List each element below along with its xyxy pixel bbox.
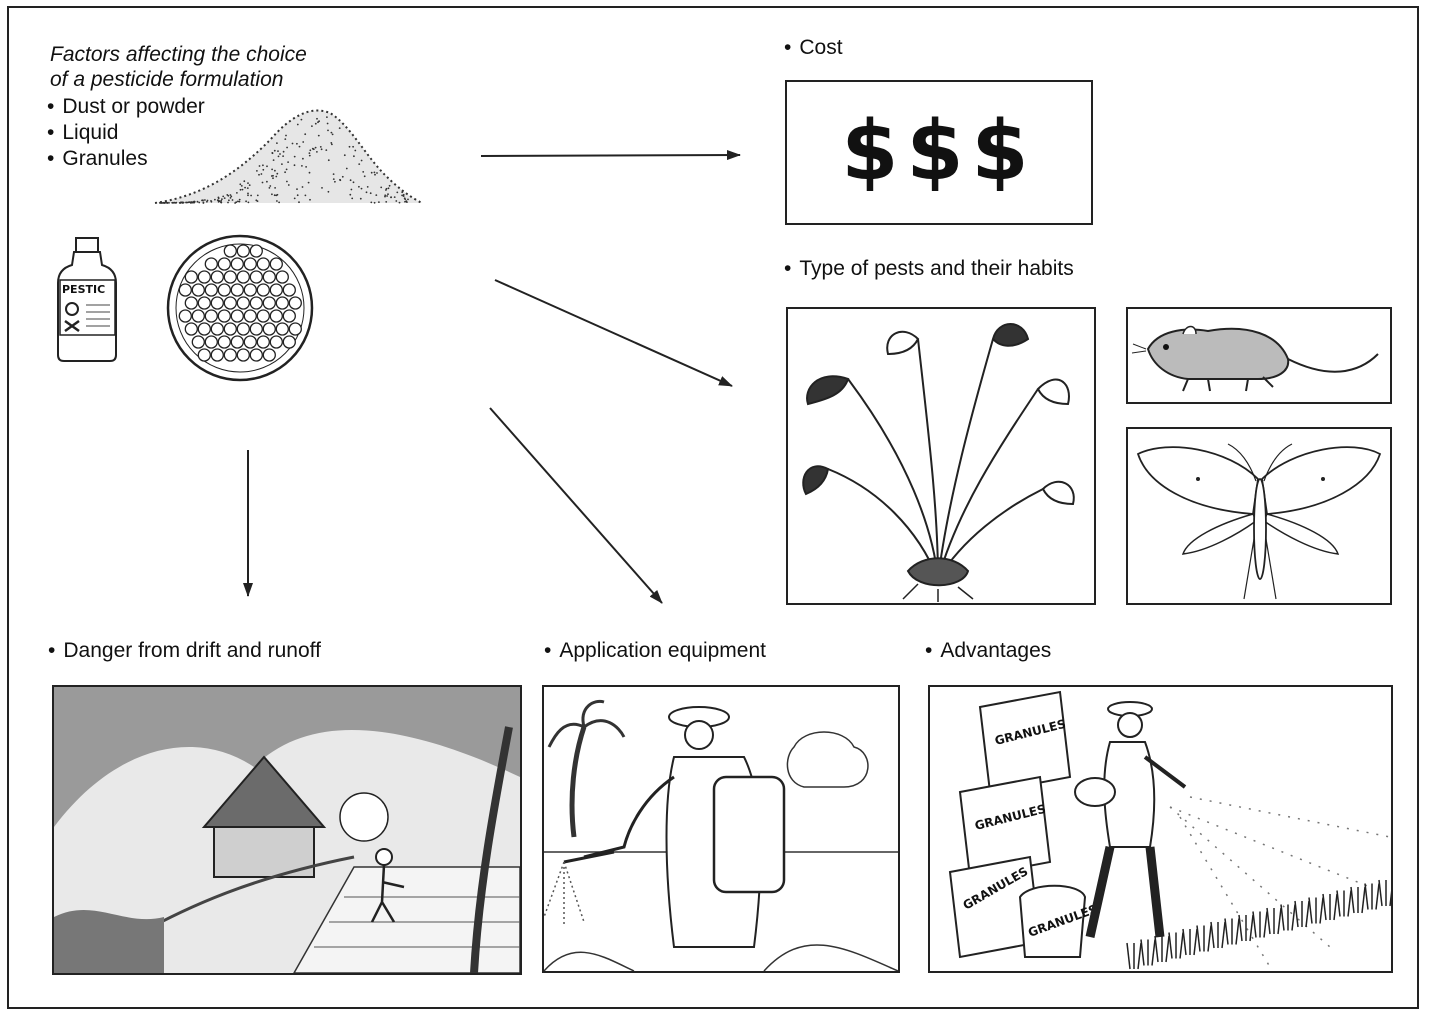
cost-panel: $$$ (785, 80, 1093, 225)
factor-drift-label: Danger from drift and runoff (48, 638, 321, 664)
arrow-to-equipment (489, 407, 663, 604)
bottle-label: PESTIC (62, 283, 105, 296)
granule-dish-illustration (166, 234, 314, 382)
factor-pests-label: Type of pests and their habits (784, 256, 1073, 282)
weed-plant-panel (786, 307, 1096, 605)
formulation-dust: Dust or powder (47, 94, 204, 120)
granule-application-illustration: GRANULES GRANULES GRANULES GRANULES (948, 690, 1391, 970)
factor-equipment-label: Application equipment (544, 638, 766, 664)
rat-panel (1126, 307, 1392, 404)
moth-panel (1126, 427, 1392, 605)
weed-plant-illustration (802, 323, 1075, 602)
equipment-panel (542, 685, 900, 973)
diagram-title-line2: of a pesticide formulation (50, 68, 284, 91)
knapsack-sprayer-illustration (544, 699, 898, 971)
diagram-frame (7, 6, 1419, 1009)
formulation-granules: Granules (47, 146, 147, 172)
arrow-to-cost (480, 150, 741, 161)
factor-advantages-label: Advantages (925, 638, 1051, 664)
rat-illustration (1131, 325, 1379, 392)
dollar-signs: $$$ (841, 104, 1037, 199)
pesticide-bottle-illustration: PESTIC (57, 237, 117, 362)
moth-illustration (1136, 443, 1382, 600)
factor-cost-label: Cost (784, 35, 842, 61)
formulation-liquid: Liquid (47, 120, 118, 146)
advantages-panel: GRANULES GRANULES GRANULES GRANULES (928, 685, 1393, 973)
diagram-title-line1: Factors affecting the choice (50, 43, 307, 66)
powder-heap-illustration (154, 109, 423, 204)
drift-panel (52, 685, 522, 975)
arrow-to-pests (494, 279, 733, 387)
village-field-illustration (54, 687, 520, 973)
